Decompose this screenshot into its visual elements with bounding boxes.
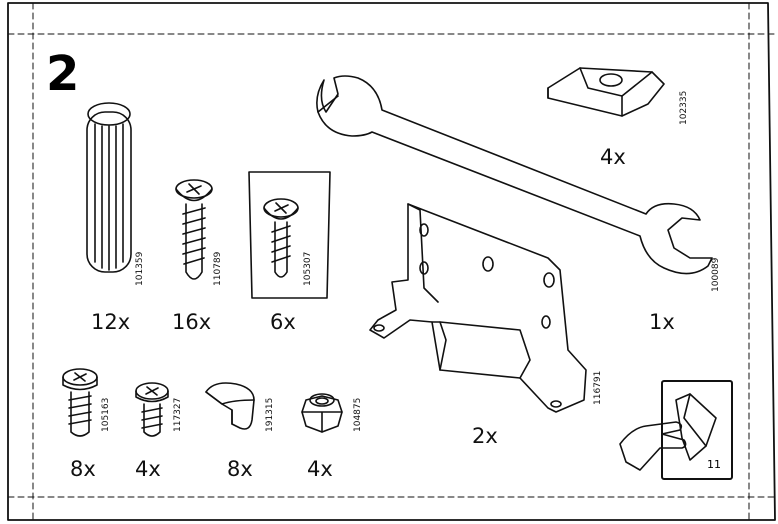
bagged-screw-illustration	[263, 198, 299, 278]
page-number: 11	[707, 458, 721, 471]
bracket-illustration	[369, 203, 587, 413]
short-screw-qty: 4x	[135, 457, 161, 481]
lock-nut-code: 104875	[353, 397, 363, 432]
bolt-illustration	[62, 368, 98, 437]
cam-nut-illustration	[547, 67, 665, 117]
cam-nut-qty: 4x	[600, 145, 626, 169]
wrench-code: 100089	[711, 257, 721, 292]
bagged-screw-code: 105307	[303, 251, 313, 286]
step-number: 2	[46, 46, 80, 102]
wrench-qty: 1x	[649, 310, 675, 334]
cap-qty: 8x	[227, 457, 253, 481]
bolt-code: 105163	[101, 397, 111, 432]
page-corner-icon	[619, 380, 733, 480]
bracket-qty: 2x	[472, 424, 498, 448]
cap-code: 191315	[265, 397, 275, 432]
short-screw-illustration	[135, 382, 169, 437]
lock-nut-illustration	[301, 393, 343, 433]
lock-nut-qty: 4x	[307, 457, 333, 481]
long-screw-code: 110789	[213, 251, 223, 286]
dowel-illustration	[86, 102, 132, 273]
sheet-frame	[7, 2, 776, 521]
wrench-illustration	[316, 75, 713, 275]
long-screw-qty: 16x	[172, 310, 212, 334]
bag-illustration	[248, 171, 331, 299]
dowel-qty: 12x	[91, 310, 131, 334]
cam-nut-code: 102335	[679, 90, 689, 125]
bolt-qty: 8x	[70, 457, 96, 481]
long-screw-illustration	[175, 179, 213, 280]
cap-illustration	[205, 382, 255, 430]
dowel-code: 101359	[135, 251, 145, 286]
fold-lines	[7, 2, 776, 521]
bracket-code: 116791	[593, 370, 603, 405]
bagged-screw-qty: 6x	[270, 310, 296, 334]
short-screw-code: 117327	[173, 397, 183, 432]
